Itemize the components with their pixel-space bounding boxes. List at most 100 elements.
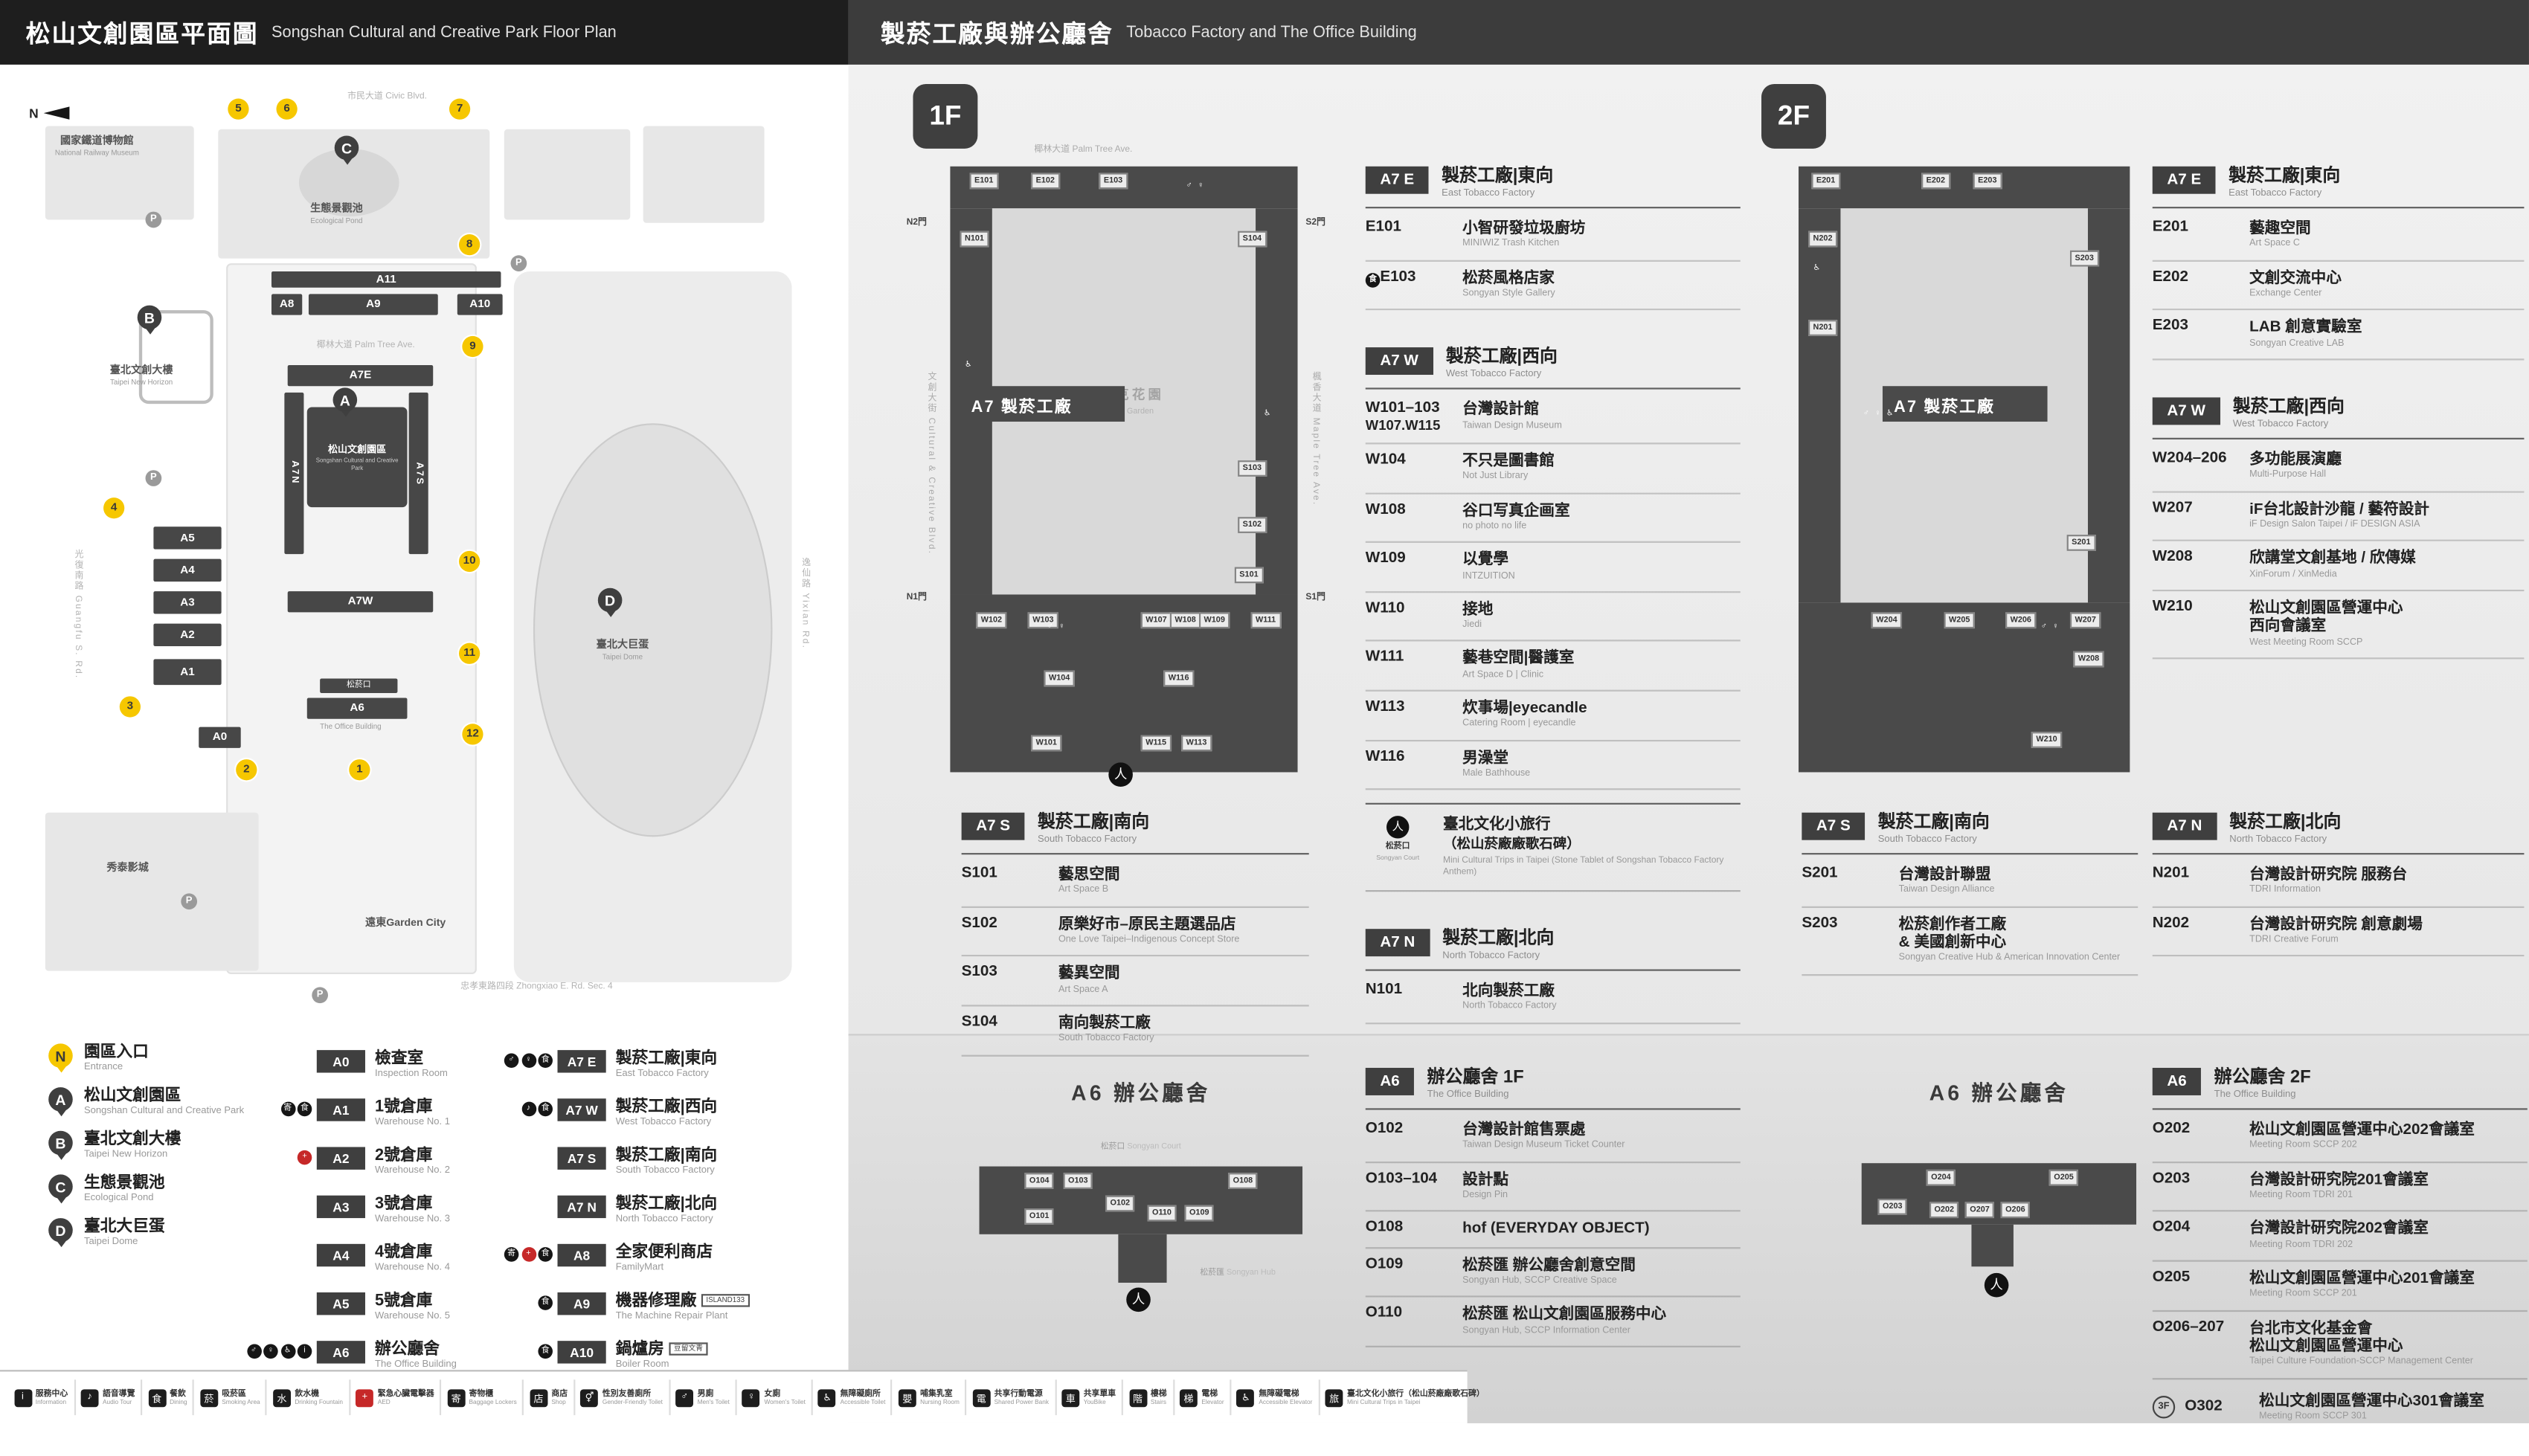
map-marker-C: C	[334, 135, 359, 166]
plan-room-O204: O204	[1926, 1169, 1956, 1186]
facility-label-en: Gender-Friendly Toilet	[602, 1398, 663, 1405]
room-name-zh: 谷口写真企画室	[1462, 501, 1570, 520]
room-name-zh: 松菸匯 辦公廳舍創意空間	[1462, 1256, 1636, 1275]
facility-label-en: Shared Power Bank	[994, 1398, 1049, 1405]
room-name-en: Songyan Creative LAB	[2249, 338, 2345, 349]
room-code-text: O202	[2152, 1119, 2191, 1138]
legend-pin-N: N	[48, 1043, 73, 1072]
room-name-en: XinForum / XinMedia	[2249, 569, 2337, 579]
lockers-icon: 寄	[447, 1388, 466, 1407]
right-panel-header: 製菸工廠與辦公廳舍 Tobacco Factory and The Office…	[848, 0, 2529, 65]
legend-item-icons: ♂♀食	[504, 1053, 553, 1069]
plan-room-O103: O103	[1063, 1173, 1093, 1189]
map-entrance-11: 11	[458, 642, 481, 664]
mens-toilet-icon: ♂	[504, 1053, 519, 1069]
a6-hub-label-zh: 松菸匯	[1200, 1268, 1225, 1278]
room-code: E202	[2153, 268, 2240, 287]
poi-label-en: Ecological Pond	[310, 216, 363, 225]
room-name-zh: 藝巷空間|醫護室	[1462, 650, 1575, 669]
shop-icon: 店	[530, 1388, 548, 1407]
lockers-icon: 寄	[504, 1247, 519, 1262]
facility-label-zh: 樓梯	[1150, 1388, 1167, 1399]
plan-room-W107: W107	[1140, 612, 1172, 629]
restaurant-icon: 食	[297, 1101, 312, 1117]
map-marker-B: B	[137, 305, 162, 336]
room-code-text: W108	[1365, 500, 1406, 518]
facility-label-zh: 語音導覽	[102, 1388, 135, 1399]
street-label: 忠孝東路四段 Zhongxiao E. Rd. Sec. 4	[460, 982, 613, 992]
plan-room-S101: S101	[1234, 567, 1264, 584]
facility-label-zh: 女廁	[764, 1388, 781, 1399]
room-name-zh: 台灣設計聯盟	[1898, 866, 1991, 884]
restaurant-icon: 食	[538, 1053, 553, 1069]
mens-toilet-icon: ♂	[675, 1388, 694, 1407]
legend-marker-zh: 松山文創園區	[83, 1087, 181, 1105]
mini-trip-zh: 臺北文化小旅行	[1443, 816, 1551, 834]
facility-label-zh: 服務中心	[35, 1388, 68, 1399]
room-code-text: O205	[2152, 1268, 2191, 1286]
legend-item-zh: 2號倉庫	[375, 1147, 433, 1165]
legend-item-zh: 檢查室	[375, 1050, 424, 1069]
facility-label-zh: 臺北文化小旅行（松山菸廠廠歌石碑）	[1347, 1388, 1485, 1399]
room-name-en: Meeting Room SCCP 301	[2259, 1411, 2367, 1422]
room-name-en: Art Space A	[1058, 985, 1108, 995]
room-code-text: N101	[1365, 980, 1403, 999]
power-bank-icon: 電	[972, 1388, 991, 1407]
room-name-en: Taiwan Design Alliance	[1898, 886, 1995, 896]
plan-room-O203: O203	[1877, 1198, 1908, 1215]
section-code-badge: A6	[2152, 1068, 2202, 1095]
floor2-badge: 2F	[1761, 83, 1826, 149]
facility-label-en: Smoking Area	[222, 1398, 260, 1405]
facility-label-en: Audio Tour	[102, 1398, 132, 1405]
legend-item-en: Warehouse No. 4	[375, 1263, 450, 1273]
room-name-en: Meeting Room TDRI 202	[2249, 1240, 2353, 1250]
room-code-text: W113	[1365, 698, 1405, 716]
plan-room-W207: W207	[2069, 612, 2101, 629]
youbike-icon: 車	[1061, 1388, 1080, 1407]
room-name-zh: 接地	[1462, 600, 1494, 619]
room-code-text: O102	[1365, 1119, 1404, 1138]
songyan-court-icon-wrap: 人 松菸口 Songyan Court	[1366, 816, 1430, 860]
legend-code-A9: A9	[557, 1292, 606, 1315]
street-label: 椰林大道 Palm Tree Ave.	[316, 341, 415, 351]
legend-item-en: Inspection Room	[375, 1069, 448, 1080]
legend-item-zh: 製菸工廠|西向	[615, 1098, 718, 1117]
legend-item-en: The Office Building	[375, 1360, 457, 1370]
songyan-court-label: 松菸口 Songyan Court	[1376, 842, 1419, 860]
plan-room-O110: O110	[1147, 1205, 1177, 1222]
legend-pin-C: C	[48, 1174, 73, 1203]
section-title-zh: 製菸工廠|北向	[2229, 812, 2342, 832]
room-name-zh: 藝思空間	[1058, 866, 1120, 884]
nursing-room-icon: 嬰	[898, 1388, 916, 1407]
legend-code-A10: A10	[557, 1341, 606, 1364]
map-entrance-8: 8	[458, 234, 481, 256]
room-code: O204	[2153, 1219, 2240, 1238]
room-name-zh: 多功能展演廳	[2249, 450, 2342, 468]
room-code: S103	[962, 963, 1049, 983]
compass-label: N	[29, 106, 39, 120]
room-name-zh: 台灣設計研究院202會議室	[2249, 1220, 2429, 1238]
poi-label: The Office Building	[320, 722, 381, 731]
legend-marker-en: Entrance	[83, 1063, 123, 1073]
poi-label-en: National Railway Museum	[54, 149, 139, 158]
room-name-zh: 文創交流中心	[2249, 268, 2342, 287]
facility-label-zh: 飲水機	[295, 1388, 319, 1399]
factory-wing-south	[950, 594, 1298, 773]
legend-item-icons: ♪食	[521, 1101, 553, 1117]
floor2-plan: 巴洛克花園 Baroque Garden A7 製菸工廠 E201E202E20…	[1798, 166, 2130, 773]
